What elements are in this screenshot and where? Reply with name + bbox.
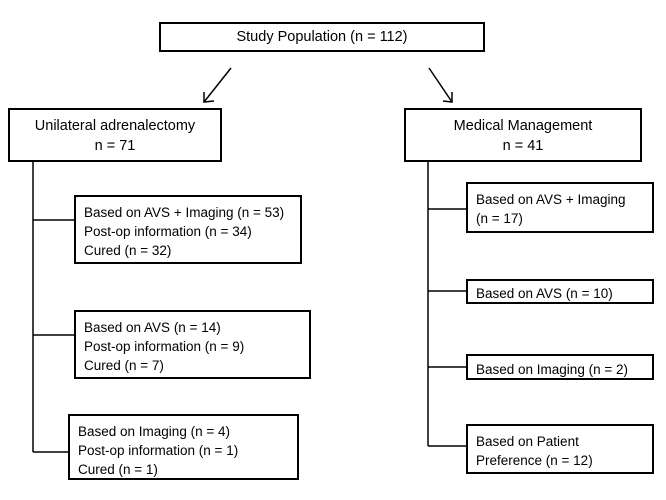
medical-management-box: Medical Management n = 41	[404, 108, 642, 162]
arrow-right-head	[442, 92, 453, 103]
right-count: n = 41	[502, 138, 544, 154]
right-box-2-line-1: Based on AVS (n = 10)	[476, 286, 613, 301]
left-count: n = 71	[94, 138, 136, 154]
right-box-4-line-2: Preference (n = 12)	[476, 453, 593, 468]
right-box-1-line-2: (n = 17)	[476, 211, 523, 226]
arrow-left	[203, 67, 232, 103]
study-population-label: Study Population (n = 112)	[236, 29, 408, 45]
left-box-3-line-2: Post-op information (n = 1)	[78, 443, 239, 458]
left-title: Unilateral adrenalectomy	[34, 118, 196, 134]
left-sub-box-avs: Based on AVS (n = 14) Post-op informatio…	[74, 310, 311, 379]
right-sub-box-avs: Based on AVS (n = 10)	[466, 279, 654, 304]
arrow-right	[428, 67, 453, 103]
arrow-left-head	[203, 92, 215, 103]
left-box-1-line-3: Cured (n = 32)	[84, 243, 172, 258]
left-sub-box-avs-imaging: Based on AVS + Imaging (n = 53) Post-op …	[74, 195, 302, 264]
left-box-3-line-1: Based on Imaging (n = 4)	[78, 424, 230, 439]
right-box-3-line-1: Based on Imaging (n = 2)	[476, 362, 628, 377]
right-box-1-line-1: Based on AVS + Imaging	[476, 192, 626, 207]
right-sub-box-avs-imaging: Based on AVS + Imaging (n = 17)	[466, 182, 654, 233]
left-box-2-line-2: Post-op information (n = 9)	[84, 339, 245, 354]
unilateral-adrenalectomy-box: Unilateral adrenalectomy n = 71	[8, 108, 222, 162]
left-box-3-line-3: Cured (n = 1)	[78, 462, 158, 477]
left-box-2-line-1: Based on AVS (n = 14)	[84, 320, 221, 335]
right-title: Medical Management	[453, 118, 593, 134]
left-box-2-line-3: Cured (n = 7)	[84, 358, 164, 373]
right-sub-box-patient-preference: Based on Patient Preference (n = 12)	[466, 424, 654, 474]
right-sub-box-imaging: Based on Imaging (n = 2)	[466, 354, 654, 380]
left-sub-box-imaging: Based on Imaging (n = 4) Post-op informa…	[68, 414, 299, 480]
left-box-1-line-1: Based on AVS + Imaging (n = 53)	[84, 205, 285, 220]
right-box-4-line-1: Based on Patient	[476, 434, 579, 449]
study-population-box: Study Population (n = 112)	[159, 22, 485, 52]
left-box-1-line-2: Post-op information (n = 34)	[84, 224, 252, 239]
